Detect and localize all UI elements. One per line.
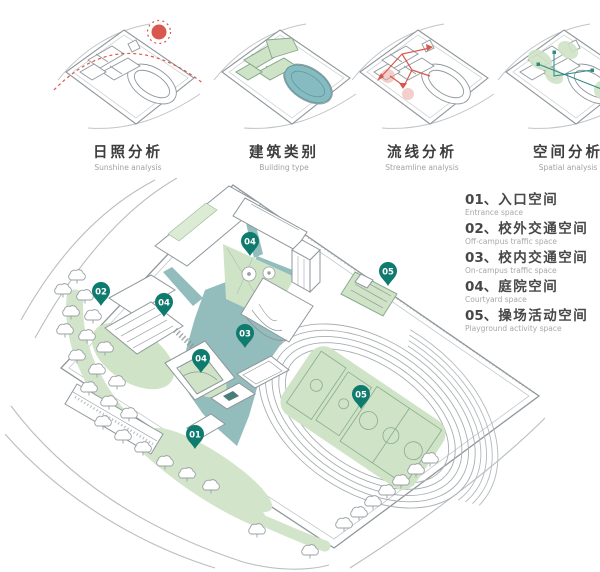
analysis-panel-streamline: 流线分析 Streamline analysis (346, 18, 498, 172)
panel-title-en: Building type (259, 163, 309, 172)
panel-title-zh: 空间分析 (533, 145, 600, 161)
marker-pin-04-lecture: 04 (155, 293, 173, 317)
legend: 01、入口空间 Entrance space 02、校外交通空间 Off-cam… (465, 192, 599, 337)
panel-title-zh: 建筑类别 (249, 145, 319, 161)
lecture-hall-steps (114, 307, 174, 349)
legend-label-zh: 校外交通空间 (498, 221, 589, 237)
marker-pin-02: 02 (92, 282, 110, 306)
legend-label-en: Off-campus traffic space (465, 237, 557, 246)
auditorium-vault-arc (244, 315, 288, 341)
sunken-stair (223, 391, 239, 401)
legend-number: 04、 (465, 279, 498, 295)
basketball-courts (285, 350, 443, 486)
svg-text:03: 03 (239, 330, 251, 340)
legend-item-playground: 05、操场活动空间 Playground activity space (465, 308, 599, 333)
panel-title-zh: 流线分析 (387, 145, 457, 161)
sun-path-arc (53, 52, 204, 91)
sunshine-diagram (53, 19, 204, 129)
analysis-panel-building-type: 建筑类别 Building type (208, 18, 360, 172)
marker-pin-05-field: 05 (352, 385, 370, 409)
auditorium (240, 277, 314, 343)
legend-label-zh: 入口空间 (498, 192, 559, 208)
panel-title-en: Streamline analysis (385, 163, 459, 172)
sports-field (280, 346, 446, 490)
svg-text:05: 05 (382, 268, 394, 278)
space-connectors-teal (537, 52, 600, 89)
legend-label-en: Courtyard space (465, 295, 527, 304)
site-boundary-inner (68, 191, 530, 540)
legend-label-en: Playground activity space (465, 324, 562, 333)
streamline-diagram (351, 23, 495, 129)
panel-title-en: Spatial analysis (538, 163, 598, 172)
building-type-diagram (213, 23, 357, 129)
entrance-green (149, 427, 273, 513)
marker-pin-01: 01 (186, 425, 204, 449)
track-side-stands (390, 302, 499, 513)
legend-label-en: Entrance space (465, 208, 523, 217)
svg-text:05: 05 (355, 391, 367, 401)
marker-pin-04-small-courtyard: 04 (192, 349, 210, 373)
space-nodes (536, 50, 594, 72)
legend-label-zh: 操场活动空间 (498, 308, 589, 324)
svg-text:04: 04 (195, 355, 207, 365)
legend-label-zh: 庭院空间 (498, 279, 559, 295)
svg-text:02: 02 (95, 288, 107, 298)
svg-text:04: 04 (158, 299, 170, 309)
tower (291, 239, 321, 294)
markers: 02 04 04 04 03 05 05 01 (92, 232, 397, 449)
legend-label-en: On-campus traffic space (465, 266, 557, 275)
legend-number: 05、 (465, 308, 498, 324)
sun-icon (146, 19, 172, 45)
legend-item-on-campus-traffic: 03、校内交通空间 On-campus traffic space (465, 250, 599, 275)
legend-item-entrance: 01、入口空间 Entrance space (465, 192, 599, 217)
svg-text:01: 01 (189, 431, 201, 441)
panel-title-en: Sunshine analysis (94, 163, 162, 172)
analysis-panel-sunshine: 日照分析 Sunshine analysis (52, 18, 204, 172)
marker-pin-03: 03 (236, 324, 254, 348)
legend-label-zh: 校内交通空间 (498, 250, 589, 266)
west-slab (108, 274, 176, 315)
grandstand (340, 271, 398, 317)
marker-pin-05-grandstand: 05 (379, 262, 397, 286)
legend-number: 01、 (465, 192, 498, 208)
green-roof-strip (167, 202, 218, 242)
circulation-lines (379, 47, 431, 87)
circulation-arrows (377, 44, 433, 89)
spatial-diagram (497, 23, 600, 129)
legend-number: 03、 (465, 250, 498, 266)
buildings (64, 185, 398, 455)
main-site-plan: 02 04 04 04 03 05 05 01 (5, 178, 545, 570)
panel-title-zh: 日照分析 (93, 145, 163, 161)
marker-pin-04-north-courtyard: 04 (241, 232, 259, 256)
track-oval-teal (284, 64, 332, 104)
legend-number: 02、 (465, 221, 498, 237)
legend-item-off-campus-traffic: 02、校外交通空间 Off-campus traffic space (465, 221, 599, 246)
svg-text:04: 04 (244, 238, 256, 248)
analysis-panel-spatial: 空间分析 Spatial analysis (492, 18, 600, 172)
legend-item-courtyard: 04、庭院空间 Courtyard space (465, 279, 599, 304)
